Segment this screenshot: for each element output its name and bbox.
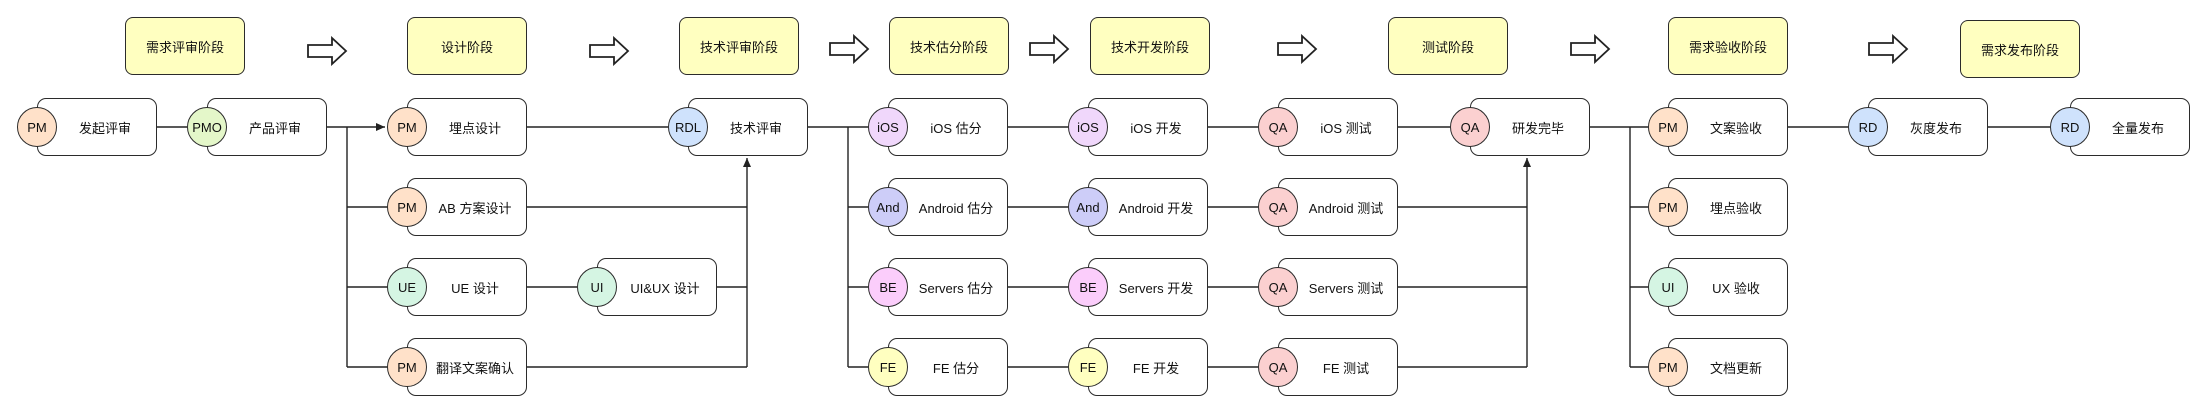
task-gray-release: 灰度发布 [1868,98,1988,156]
role-badge-qa: QA [1258,347,1298,387]
role-badge-pm: PM [387,187,427,227]
task-label: 埋点设计 [448,120,501,136]
task-ios-dev: iOS 开发 [1088,98,1208,156]
role-badge-pmo: PMO [187,107,227,147]
task-label: AB 方案设计 [438,200,512,216]
task-label: Servers 估分 [918,280,994,296]
task-label: 灰度发布 [1909,120,1962,136]
role-badge-ui: UI [577,267,617,307]
stage-tech-estimate: 技术估分阶段 [889,17,1009,75]
task-ab-design: AB 方案设计 [407,178,527,236]
role-badge-and: And [868,187,908,227]
task-label: 发起评审 [78,120,131,136]
stage-testing: 测试阶段 [1388,17,1508,75]
next-stage-arrow-icon [1029,34,1070,64]
task-copy-confirm: 翻译文案确认 [407,338,527,396]
task-ux-accept: UX 验收 [1668,258,1788,316]
task-android-dev: Android 开发 [1088,178,1208,236]
task-ios-test: iOS 测试 [1278,98,1398,156]
task-fe-test: FE 测试 [1278,338,1398,396]
role-badge-ue: UE [387,267,427,307]
task-label: Servers 测试 [1308,280,1384,296]
task-label: FE 测试 [1322,360,1370,376]
role-badge-fe: FE [868,347,908,387]
role-badge-be: BE [868,267,908,307]
task-label: iOS 测试 [1320,120,1372,136]
task-servers-dev: Servers 开发 [1088,258,1208,316]
task-label: UX 验收 [1712,280,1760,296]
role-badge-and: And [1068,187,1108,227]
task-label: UE 设计 [451,280,499,296]
stage-release: 需求发布阶段 [1960,20,2080,78]
role-badge-be: BE [1068,267,1108,307]
task-label: Servers 开发 [1118,280,1194,296]
role-badge-fe: FE [1068,347,1108,387]
task-tech-review: 技术评审 [688,98,808,156]
task-label: UI&UX 设计 [630,280,700,296]
next-stage-arrow-icon [1570,34,1611,64]
task-label: 研发完毕 [1511,120,1564,136]
task-ui-ux-design: UI&UX 设计 [597,258,717,316]
role-badge-rd: RD [1848,107,1888,147]
task-servers-test: Servers 测试 [1278,258,1398,316]
role-badge-pm: PM [387,347,427,387]
stage-tech-review: 技术评审阶段 [679,17,799,75]
task-android-estimate: Android 估分 [888,178,1008,236]
task-label: FE 估分 [932,360,980,376]
task-label: 埋点验收 [1709,200,1762,216]
next-stage-arrow-icon [307,36,348,66]
next-stage-arrow-icon [1277,34,1318,64]
task-label: 全量发布 [2111,120,2164,136]
role-badge-qa: QA [1450,107,1490,147]
task-product-review: 产品评审 [207,98,327,156]
role-badge-rdl: RDL [668,107,708,147]
task-label: 产品评审 [248,120,301,136]
role-badge-pm: PM [387,107,427,147]
stage-acceptance: 需求验收阶段 [1668,17,1788,75]
task-doc-update: 文档更新 [1668,338,1788,396]
role-badge-qa: QA [1258,267,1298,307]
task-label: 文档更新 [1709,360,1762,376]
role-badge-qa: QA [1258,107,1298,147]
role-badge-ui: UI [1648,267,1688,307]
task-tracking-design: 埋点设计 [407,98,527,156]
task-label: 翻译文案确认 [435,360,514,376]
task-ios-estimate: iOS 估分 [888,98,1008,156]
task-fe-dev: FE 开发 [1088,338,1208,396]
role-badge-rd: RD [2050,107,2090,147]
stage-req-review: 需求评审阶段 [125,17,245,75]
next-stage-arrow-icon [829,34,870,64]
task-label: FE 开发 [1132,360,1180,376]
role-badge-pm: PM [1648,187,1688,227]
role-badge-pm: PM [1648,107,1688,147]
role-badge-pm: PM [17,107,57,147]
task-label: iOS 开发 [1130,120,1182,136]
task-label: 文案验收 [1709,120,1762,136]
task-label: Android 测试 [1308,200,1384,216]
task-initiate-review: 发起评审 [37,98,157,156]
task-android-test: Android 测试 [1278,178,1398,236]
task-tracking-accept: 埋点验收 [1668,178,1788,236]
next-stage-arrow-icon [1868,34,1909,64]
task-ue-design: UE 设计 [407,258,527,316]
next-stage-arrow-icon [589,36,630,66]
task-label: Android 估分 [918,200,994,216]
task-full-release: 全量发布 [2070,98,2190,156]
task-label: iOS 估分 [930,120,982,136]
stage-design: 设计阶段 [407,17,527,75]
task-label: Android 开发 [1118,200,1194,216]
role-badge-qa: QA [1258,187,1298,227]
stage-tech-dev: 技术开发阶段 [1090,17,1210,75]
role-badge-pm: PM [1648,347,1688,387]
role-badge-ios: iOS [1068,107,1108,147]
role-badge-ios: iOS [868,107,908,147]
task-fe-estimate: FE 估分 [888,338,1008,396]
task-label: 技术评审 [729,120,782,136]
